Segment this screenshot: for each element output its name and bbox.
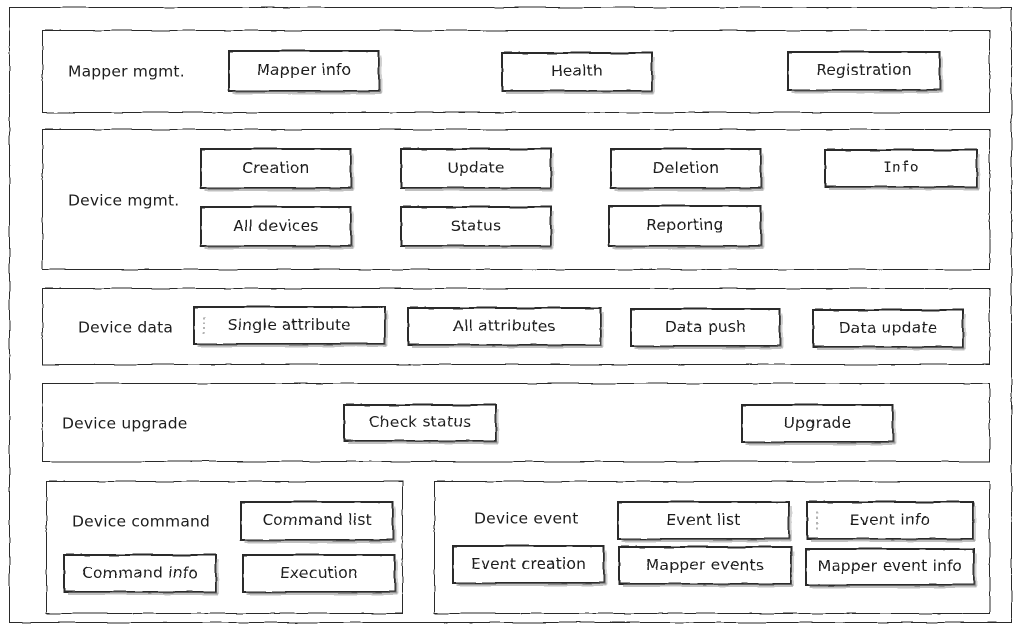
node-command-info[interactable]: Command info: [63, 554, 219, 595]
node-data-push[interactable]: Data push: [630, 308, 783, 349]
node-label: Check status: [368, 413, 472, 432]
node-label: Mapper event info: [817, 557, 963, 576]
node-check-status[interactable]: Check status: [343, 404, 499, 444]
node-data-update[interactable]: Data update: [812, 309, 966, 350]
node-label: Event creation: [470, 554, 587, 573]
node-label: Deletion: [652, 158, 720, 177]
node-mapper-info[interactable]: Mapper info: [228, 50, 382, 94]
node-reporting[interactable]: Reporting: [608, 205, 764, 249]
node-label: Mapper info: [256, 61, 352, 80]
group-label-device-data: Device data: [78, 318, 174, 337]
node-info[interactable]: Info: [824, 149, 980, 190]
group-label-device-event: Device event: [474, 509, 579, 528]
node-mapper-event-info[interactable]: Mapper event info: [805, 548, 977, 588]
node-label: Mapper events: [645, 555, 765, 574]
node-label: All attributes: [453, 316, 556, 335]
node-label: Health: [550, 62, 604, 81]
node-label: Execution: [280, 563, 358, 582]
node-label: Reporting: [646, 216, 724, 235]
group-label-device-upgrade: Device upgrade: [62, 414, 188, 433]
node-label: Upgrade: [783, 413, 852, 432]
node-deletion[interactable]: Deletion: [610, 148, 764, 191]
node-label: Creation: [242, 158, 310, 177]
node-command-list[interactable]: Command list: [240, 501, 396, 543]
dotted-marker-icon: [816, 511, 818, 530]
node-mapper-events[interactable]: Mapper events: [618, 546, 794, 587]
node-execution[interactable]: Execution: [242, 554, 398, 595]
node-label: Event list: [666, 510, 741, 529]
node-label: Single attribute: [227, 315, 352, 334]
node-label: All devices: [233, 216, 319, 235]
node-single-attribute[interactable]: Single attribute: [193, 306, 388, 347]
node-upgrade[interactable]: Upgrade: [741, 404, 896, 445]
node-label: Registration: [816, 61, 912, 80]
node-label: Event info: [849, 510, 931, 529]
group-label-device-command: Device command: [72, 512, 211, 531]
node-label: Info: [883, 160, 919, 177]
dotted-marker-icon: [203, 316, 205, 335]
node-event-info[interactable]: Event info: [806, 501, 976, 542]
node-event-list[interactable]: Event list: [617, 501, 792, 542]
node-label: Command list: [262, 511, 372, 530]
group-label-device-mgmt: Device mgmt.: [68, 191, 180, 210]
node-status[interactable]: Status: [400, 206, 554, 249]
node-creation[interactable]: Creation: [200, 148, 354, 191]
node-registration[interactable]: Registration: [787, 51, 943, 93]
node-label: Status: [450, 216, 502, 235]
node-update[interactable]: Update: [400, 148, 554, 191]
node-all-devices[interactable]: All devices: [200, 206, 354, 249]
diagram-outer-frame: [9, 7, 1012, 623]
node-label: Update: [447, 158, 505, 177]
node-label: Data update: [838, 318, 938, 337]
node-label: Data push: [664, 317, 747, 336]
group-label-mapper-mgmt: Mapper mgmt.: [68, 62, 185, 81]
node-label: Command info: [81, 563, 199, 582]
node-event-creation[interactable]: Event creation: [452, 545, 607, 586]
node-all-attributes[interactable]: All attributes: [407, 307, 604, 348]
node-health[interactable]: Health: [501, 52, 655, 94]
